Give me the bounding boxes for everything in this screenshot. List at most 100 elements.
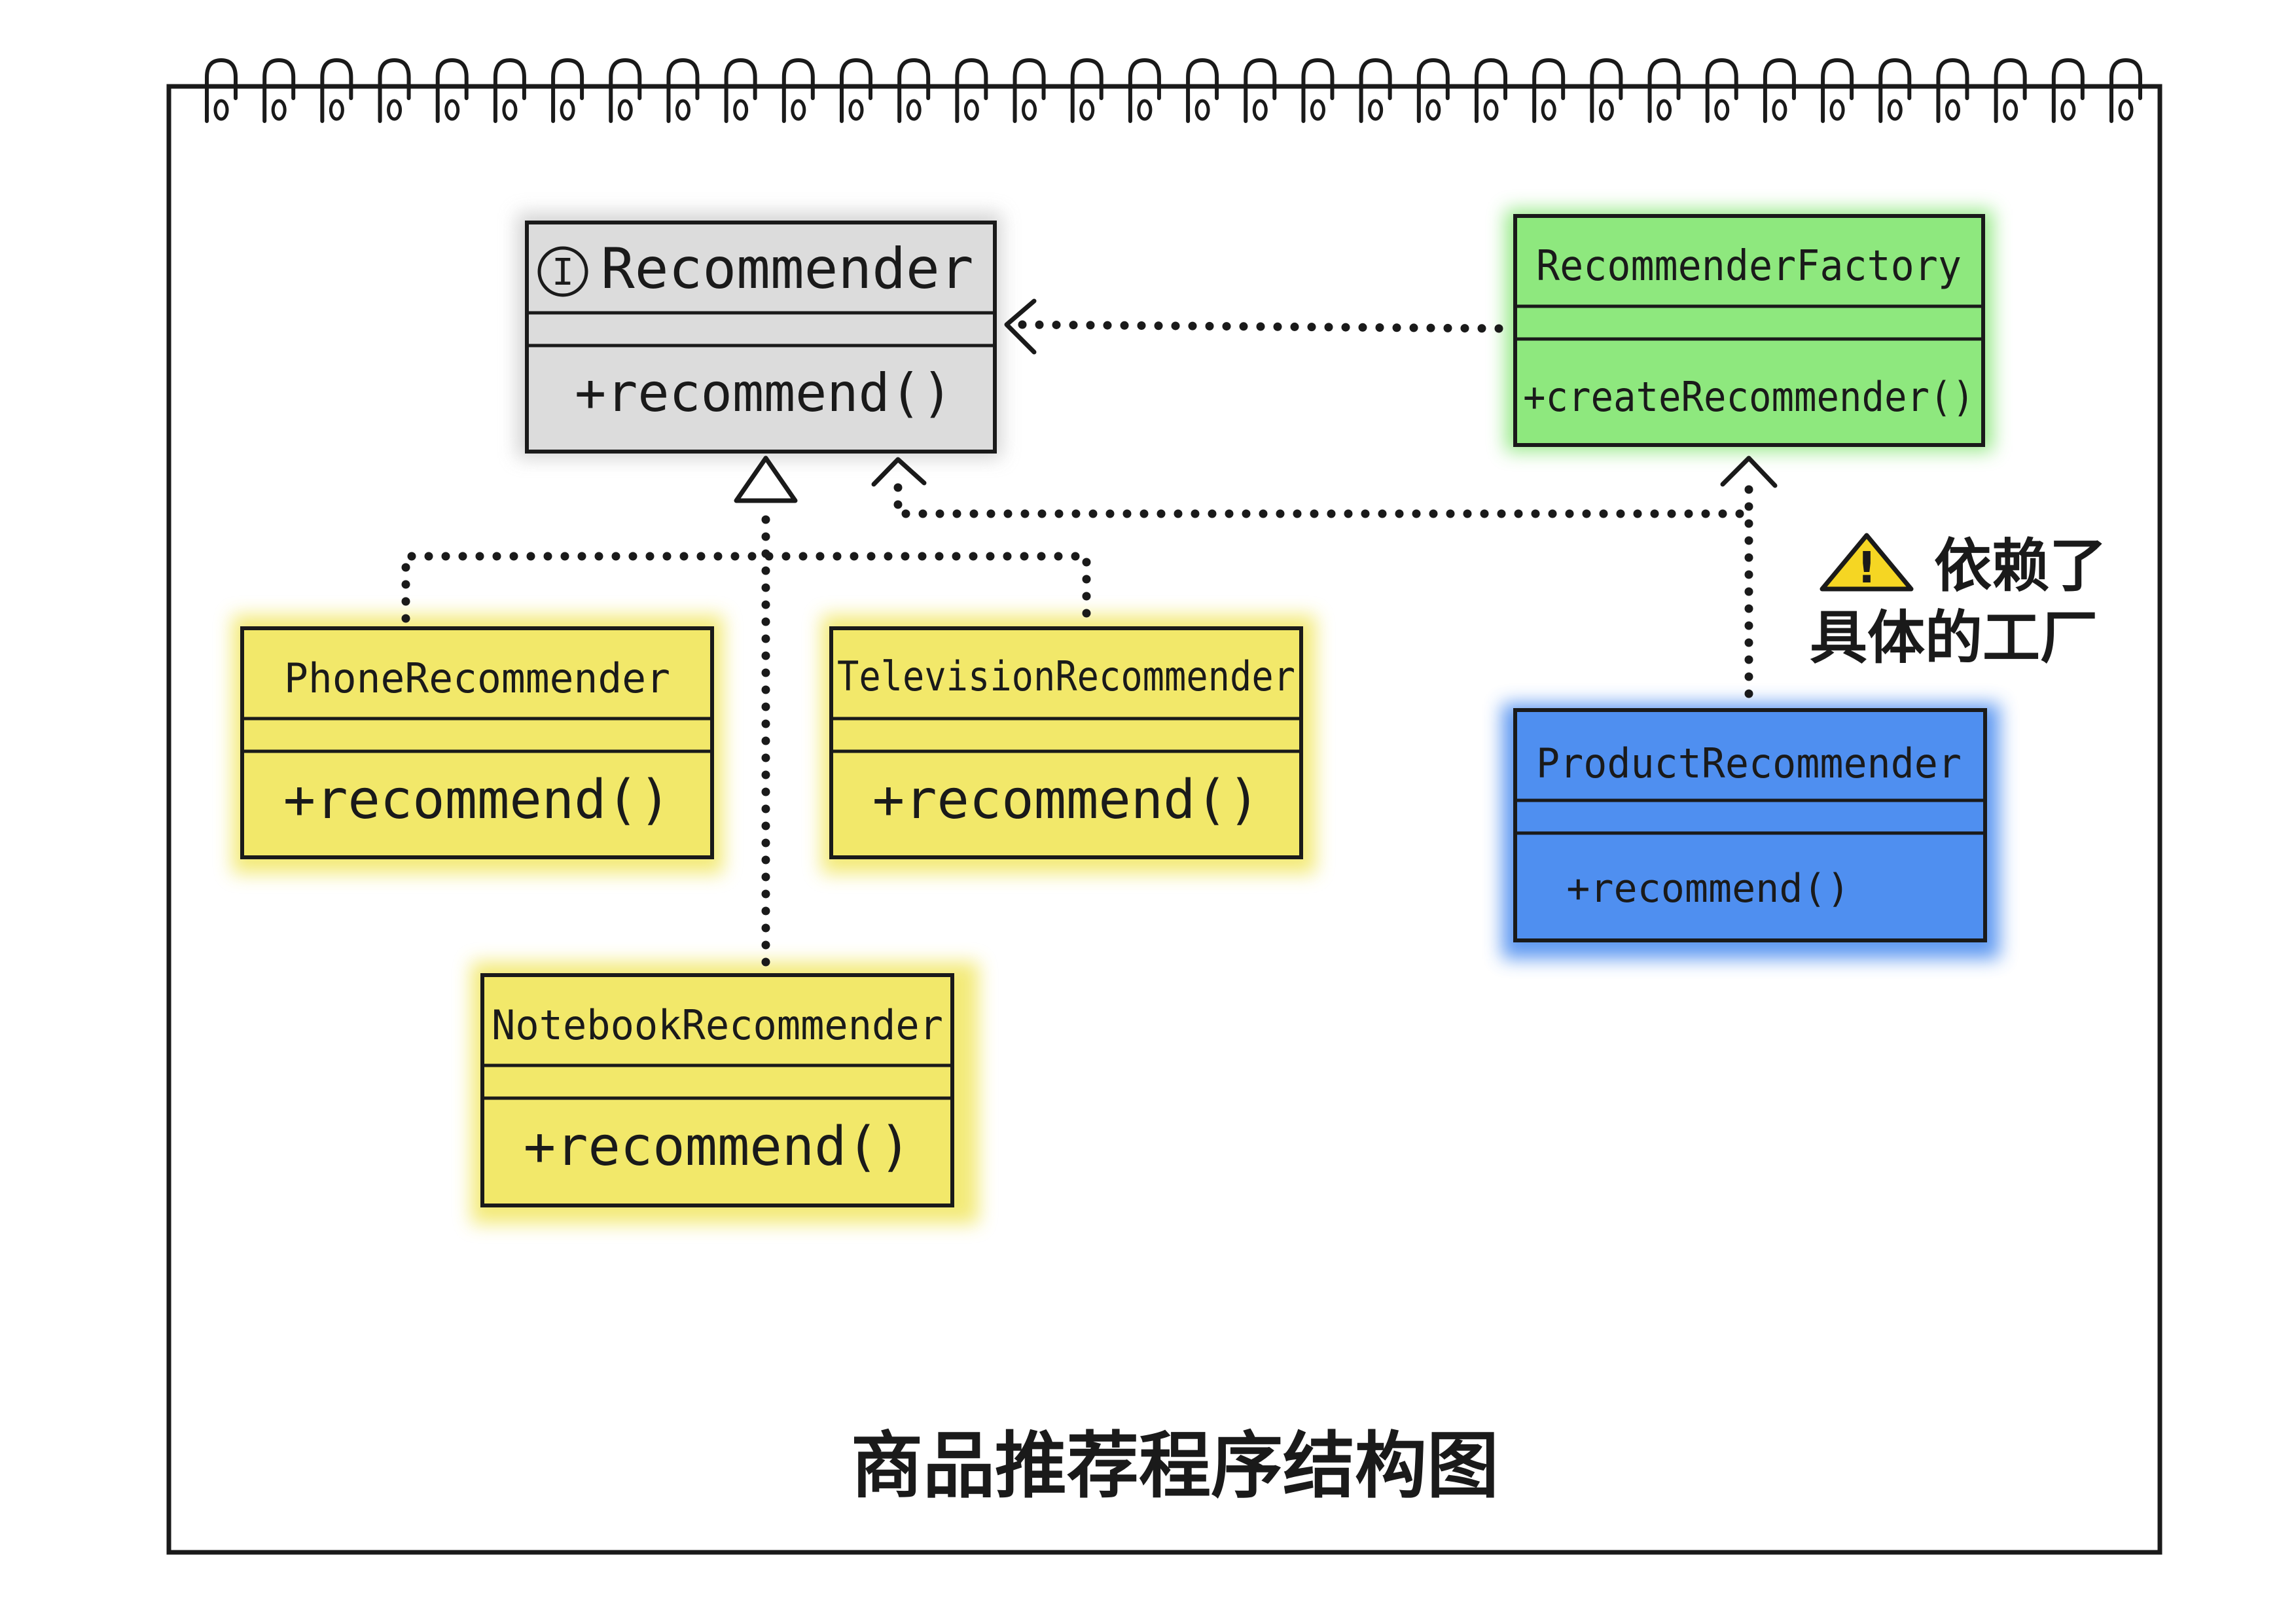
binding-hole <box>1194 99 1210 121</box>
binding-hole <box>329 99 344 121</box>
binding-hole <box>1598 99 1614 121</box>
binding-ring <box>1128 58 1161 123</box>
binding-hole <box>1945 99 1960 121</box>
binding-hole <box>560 99 575 121</box>
class-television-method: +recommend() <box>872 769 1260 831</box>
warning-line-1: 依赖了 <box>1934 532 2107 599</box>
binding-hole <box>963 99 979 121</box>
interface-icon: I <box>537 246 588 297</box>
class-television-box <box>829 626 1303 859</box>
class-phone-method: +recommend() <box>283 769 671 831</box>
binding-hole <box>675 99 691 121</box>
binding-ring <box>781 58 815 123</box>
class-recommender-method: +recommend() <box>575 363 953 423</box>
binding-ring <box>1532 58 1566 123</box>
binding-hole <box>1829 99 1845 121</box>
binding-hole <box>1772 99 1787 121</box>
binding-ring <box>1878 58 1912 123</box>
class-recommender-box <box>525 221 997 454</box>
binding-hole <box>2003 99 2018 121</box>
class-product-recommender[interactable]: ProductRecommender +recommend() <box>1502 704 2000 959</box>
interface-glyph: I <box>552 251 574 294</box>
class-recommender-factory[interactable]: RecommenderFactory +createRecommender() <box>1505 209 1993 452</box>
binding-ring <box>2109 58 2142 123</box>
binding-ring <box>320 58 353 123</box>
binding-hole <box>502 99 518 121</box>
binding-hole <box>213 99 229 121</box>
warning-icon: ! <box>1820 533 1914 593</box>
binding-hole <box>1657 99 1672 121</box>
binding-ring <box>897 58 931 123</box>
binding-hole <box>1426 99 1441 121</box>
class-product-box <box>1513 708 1987 942</box>
binding-ring <box>1301 58 1335 123</box>
binding-hole <box>444 99 460 121</box>
realization-arrowhead <box>734 455 798 503</box>
binding-hole <box>733 99 749 121</box>
binding-hole <box>1137 99 1153 121</box>
class-phone-box <box>240 626 714 859</box>
binding-ring <box>1821 58 1854 123</box>
binding-ring <box>378 58 411 123</box>
class-factory-name: RecommenderFactory <box>1536 242 1962 291</box>
binding-ring <box>2051 58 2085 123</box>
binding-hole <box>848 99 864 121</box>
class-television-name: TelevisionRecommender <box>837 652 1295 700</box>
binding-ring <box>493 58 526 123</box>
class-notebook-recommender[interactable]: NotebookRecommender +recommend() <box>471 962 978 1224</box>
binding-ring <box>1994 58 2027 123</box>
binding-ring <box>666 58 700 123</box>
class-notebook-method: +recommend() <box>524 1116 911 1178</box>
class-phone-name: PhoneRecommender <box>284 654 670 702</box>
binding-ring <box>1416 58 1450 123</box>
binding-ring <box>262 58 296 123</box>
relationship-lines <box>401 320 1753 967</box>
binding-ring <box>205 58 238 123</box>
binding-ring <box>435 58 469 123</box>
binding-hole <box>906 99 922 121</box>
binding-ring <box>1763 58 1796 123</box>
binding-hole <box>1714 99 1730 121</box>
binding-hole <box>271 99 287 121</box>
binding-hole <box>617 99 633 121</box>
binding-hole <box>1079 99 1095 121</box>
spiral-binding-icon <box>205 58 2142 123</box>
warning-line-2: 具体的工厂 <box>1810 604 2098 671</box>
binding-ring <box>1070 58 1103 123</box>
binding-ring <box>724 58 757 123</box>
binding-ring <box>1013 58 1046 123</box>
class-recommender[interactable]: I Recommender +recommend() <box>517 213 1001 458</box>
class-product-name: ProductRecommender <box>1536 740 1962 787</box>
class-phone-recommender[interactable]: PhoneRecommender +recommend() <box>232 615 723 874</box>
class-television-recommender[interactable]: TelevisionRecommender +recommend() <box>821 615 1316 874</box>
binding-ring <box>840 58 872 123</box>
binding-hole <box>1541 99 1556 121</box>
binding-ring <box>1705 58 1738 123</box>
binding-ring <box>1647 58 1681 123</box>
binding-hole <box>1368 99 1384 121</box>
class-factory-method: +createRecommender() <box>1523 373 1975 421</box>
warning-glyph: ! <box>1857 543 1876 593</box>
warning-note: ! 依赖了 具体的工厂 <box>1810 532 2107 671</box>
binding-ring <box>955 58 988 123</box>
factory-usage-arrowhead <box>1720 455 1778 488</box>
factory-dependency-arrowhead <box>1004 298 1037 355</box>
binding-hole <box>2118 99 2134 121</box>
binding-hole <box>791 99 806 121</box>
binding-hole <box>1022 99 1037 121</box>
class-notebook-box <box>480 973 954 1207</box>
diagram-caption: 商品推荐程序结构图 <box>851 1424 1499 1508</box>
binding-ring <box>551 58 584 123</box>
class-recommender-name: Recommender <box>601 236 974 302</box>
binding-hole <box>1483 99 1499 121</box>
binding-ring <box>1244 58 1277 123</box>
binding-ring <box>1186 58 1219 123</box>
binding-hole <box>387 99 403 121</box>
class-factory-box <box>1513 214 1985 447</box>
realization-connector <box>401 552 1091 623</box>
binding-ring <box>609 58 642 123</box>
class-notebook-name: NotebookRecommender <box>492 1001 943 1049</box>
product-dependency-arrowhead <box>871 457 927 487</box>
binding-ring <box>1359 58 1392 123</box>
